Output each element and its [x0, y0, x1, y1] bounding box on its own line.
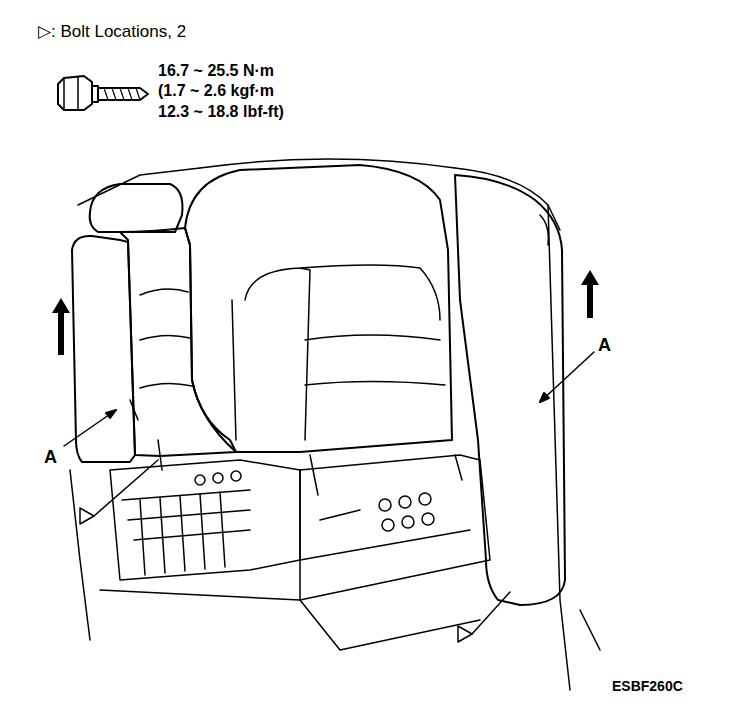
leader-line [64, 410, 116, 446]
bolt-marker [458, 626, 472, 642]
belt-buckle [130, 400, 462, 495]
leader-line [94, 460, 158, 516]
bolt-icon [58, 76, 148, 110]
leader-line [540, 352, 594, 402]
headrest [90, 184, 183, 232]
side-bolster [455, 175, 565, 605]
seat-stitching [140, 265, 445, 440]
part-callout: A [44, 447, 57, 468]
figure-code: ESBF260C [612, 678, 683, 694]
direction-arrow [52, 298, 70, 355]
cabin-frame [70, 159, 600, 690]
torque-value: 12.3 ~ 18.8 lbf-ft) [158, 103, 284, 121]
seat-back-left [120, 228, 236, 456]
floor-pan [100, 455, 490, 650]
leader-line [472, 592, 510, 634]
direction-arrow [581, 270, 599, 318]
part-callout: A [598, 335, 611, 356]
bolt-legend-note: ▷: Bolt Locations, 2 [38, 22, 186, 42]
torque-value: (1.7 ~ 2.6 kgf·m [158, 82, 274, 100]
bolster-seam [540, 215, 548, 245]
torque-value: 16.7 ~ 25.5 N·m [158, 62, 274, 80]
seat-back-center [185, 165, 452, 452]
bolt-marker [80, 508, 94, 524]
leader-line [540, 393, 549, 402]
leader-line [106, 410, 116, 418]
side-bolster [72, 236, 135, 462]
